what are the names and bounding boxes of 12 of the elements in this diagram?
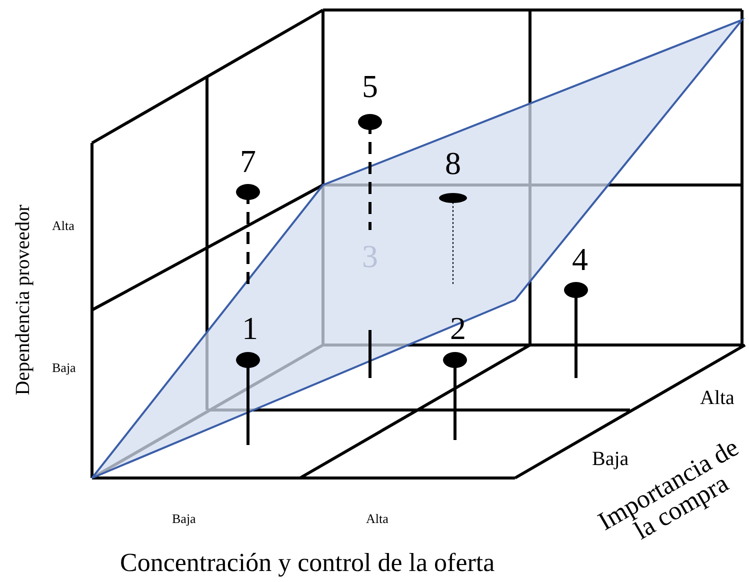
callout-number: 1	[242, 312, 258, 344]
axis-label: Alta	[700, 388, 734, 408]
axis-label: Baja	[52, 361, 76, 374]
axis-label: Alta	[52, 219, 74, 232]
axis-title: Dependencia proveedor	[13, 204, 34, 396]
axis-label: Alta	[366, 512, 388, 525]
callout-number: 5	[362, 70, 378, 102]
callout-number: 7	[240, 145, 256, 177]
axis-label: Baja	[172, 512, 196, 525]
axis-title: Concentración y control de la oferta	[120, 550, 495, 576]
callout-number: 8	[445, 147, 461, 179]
callout-number: 4	[572, 243, 588, 275]
